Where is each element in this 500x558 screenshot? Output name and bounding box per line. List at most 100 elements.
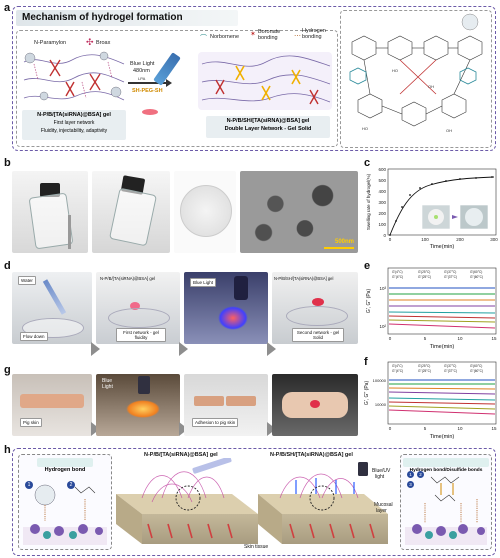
mucosal-label-1: Mucosal	[374, 502, 393, 508]
rheo-f-xticks: 0 5 10 15	[389, 426, 497, 431]
swelling-xticks: 0 100 200 300	[389, 237, 499, 242]
adhesion-photo: Adhesion to pig skin	[184, 374, 268, 436]
rheo-e-leg-3: G'(60°C)	[470, 270, 482, 274]
swelling-xtick-3: 300	[490, 237, 498, 242]
chev-d3	[267, 342, 276, 356]
rheo-f-ytick-1: 10000	[375, 402, 387, 407]
svg-text:OH: OH	[446, 128, 452, 133]
badge-r3: 3	[407, 481, 414, 488]
rheo-f-ytick-0: 100000	[373, 378, 387, 383]
flow-down-label: Flow down	[20, 332, 48, 341]
panel-h-letter: h	[4, 444, 11, 456]
panel-a-letter: a	[4, 2, 11, 14]
panel-b-letter: b	[4, 157, 11, 169]
blue-label-g1: Blue	[102, 378, 113, 384]
lamp-g-icon	[138, 376, 150, 394]
gel2-label-box: N-P/B/SH/[TA(siRNA)@BSA] gel Double Laye…	[206, 116, 330, 138]
swelling-ytick-5: 500	[378, 178, 386, 183]
swelling-plot-frame	[387, 168, 497, 236]
swelling-ytick-3: 300	[378, 200, 386, 205]
swelling-curve	[389, 176, 495, 236]
rheo-e-leg-5: G''(25°C)	[418, 275, 431, 279]
swelling-ytick-4: 400	[378, 189, 386, 194]
boronate-icon: ✶	[250, 31, 256, 38]
rheo-f-leg-1: G'(25°C)	[418, 364, 430, 368]
svg-text:HO: HO	[392, 68, 398, 73]
chev-g3	[267, 422, 276, 436]
water-photo: Water Flow down	[12, 272, 92, 344]
swelling-points	[389, 176, 493, 236]
disulfide-inset-drawing	[405, 476, 487, 545]
rheo-e-leg-6: G''(37°C)	[444, 275, 457, 279]
gel1-name: N-P/B/[TA(siRNA)@BSA] gel	[37, 112, 111, 118]
rheo-f-legend: G'(4°C) G'(25°C) G'(37°C) G'(60°C) G''(4…	[392, 364, 483, 373]
gel-red-spot	[312, 298, 324, 306]
pig-skin-photo: Pig skin	[12, 374, 92, 436]
legend-broax: Broax	[96, 40, 111, 46]
rheo-f-ylabel: G', G'' (Pa)	[364, 381, 370, 406]
swelling-ytick-1: 100	[378, 222, 386, 227]
skin-block-2	[258, 462, 388, 544]
gel-label-d2: N-P/B/SH/[TA(siRNA)@BSA] gel	[274, 276, 334, 281]
petri-dish-2	[108, 308, 170, 328]
red-gel-drop	[142, 109, 158, 115]
gel-disc	[180, 185, 232, 237]
gel-label-d1: N-P/B/[TA(siRNA)@BSA] gel	[100, 276, 156, 281]
legend-norbornene: Norbornene	[210, 34, 240, 40]
rheology-chart-f: G'(4°C) G'(25°C) G'(37°C) G'(60°C) G''(4…	[364, 361, 497, 440]
second-network-drawing	[198, 52, 332, 110]
rheo-e-leg-7: G''(60°C)	[470, 275, 483, 279]
rheo-e-ytick-1: 10²	[379, 324, 386, 329]
panel-c-letter: c	[364, 157, 371, 169]
rheo-e-ylabel: G', G'' (Pa)	[366, 289, 372, 314]
rheo-f-xtick-2: 10	[457, 426, 463, 431]
swelling-chart: 0 100 200 300 400 500 600 0 100 200 300 …	[366, 167, 499, 250]
disulfide-inset: Hydrogen bond/Disulfide bonds 1 2 3	[400, 454, 492, 550]
orange-glow	[126, 400, 160, 418]
rheo-e-xtick-2: 10	[457, 336, 463, 341]
blue-light-label: Blue Light	[190, 278, 217, 287]
legend-hbond: Hydrogen bonding	[302, 28, 326, 41]
gel-disc-photo	[174, 171, 236, 253]
hand-photo	[272, 374, 358, 436]
chemical-structure-drawing: HO OH HO OH	[349, 13, 483, 133]
swelling-xlabel: Time(min)	[430, 244, 455, 250]
rheo-e-leg-4: G''(4°C)	[392, 275, 403, 279]
lpa-label: LPA	[138, 76, 146, 81]
panel-a-title-text: Mechanism of hydrogel formation	[22, 12, 183, 23]
water-label: Water	[18, 276, 36, 285]
rheo-f-xlabel: Time(min)	[430, 434, 455, 440]
gel-pink-spot	[130, 302, 140, 310]
panel-d: d Water Flow down N-P/B/[TA(siRNA)@BSA] …	[0, 258, 360, 360]
badge-r1: 1	[407, 471, 414, 478]
swelling-inset-2-disc	[465, 208, 483, 226]
rheo-e-xlabel: Time(min)	[430, 344, 455, 350]
broax-icon: ✣	[86, 37, 94, 47]
panel-h-frame	[12, 448, 496, 556]
gel1-h-label: N-P/B/[TA(siRNA)@BSA] gel	[144, 452, 218, 458]
rheo-f-lines	[388, 379, 496, 415]
panel-a-title: Mechanism of hydrogel formation	[16, 10, 238, 26]
rheo-e-xticks: 0 5 10 15	[389, 336, 497, 341]
rheo-f-xtick-3: 15	[491, 426, 497, 431]
swelling-inset-1-gel	[434, 215, 438, 219]
hbond-inset: Hydrogen bond 1 2	[18, 454, 112, 550]
rheo-f-xtick-1: 5	[424, 426, 427, 431]
swelling-xtick-0: 0	[389, 237, 392, 242]
rheology-chart-e: G'(4°C) G'(25°C) G'(37°C) G'(60°C) G''(4…	[366, 267, 497, 350]
rheo-f-leg-4: G''(4°C)	[392, 369, 403, 373]
panel-a-frame	[12, 6, 496, 151]
blue-uv-label-2: light	[375, 474, 385, 480]
sem-image: 500nm	[240, 171, 358, 253]
panel-e: e G'(4°C) G'(25°C) G'(37°C) G'(60°C) G''…	[360, 258, 500, 354]
gel2-h-label: N-P/B/SH/[TA(siRNA)@BSA] gel	[270, 452, 353, 458]
legend-boronate: Boronate bonding	[258, 29, 281, 42]
gel2-sub: Double Layer Network - Gel Solid	[224, 126, 312, 132]
badge-2: 2	[67, 481, 75, 489]
swelling-xtick-2: 200	[456, 237, 464, 242]
skin-tissue-label: Skin tissue	[244, 544, 269, 550]
pig-skin-strip	[20, 394, 84, 408]
rheo-e-legend: G'(4°C) G'(25°C) G'(37°C) G'(60°C) G''(4…	[392, 270, 483, 279]
syringe	[42, 279, 67, 315]
rheo-f-leg-6: G''(37°C)	[444, 369, 457, 373]
